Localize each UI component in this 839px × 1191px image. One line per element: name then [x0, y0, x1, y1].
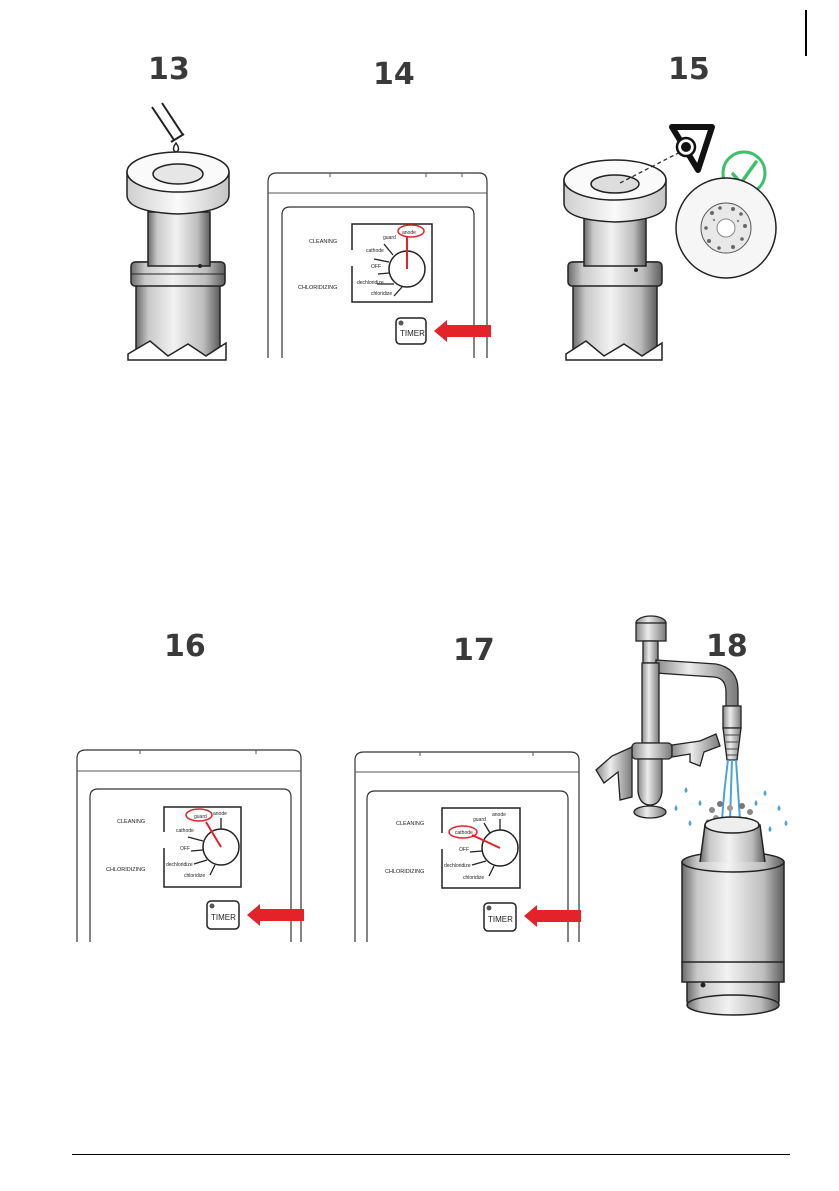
timer-button-label: TIMER [488, 915, 513, 924]
electrode-body [682, 817, 784, 1015]
dial-label-off: OFF [371, 264, 381, 270]
dial-label-off: OFF [180, 846, 190, 852]
timer-button-label: TIMER [211, 913, 236, 922]
footer-rule [72, 1154, 790, 1155]
step-18-illustration [596, 616, 788, 1015]
chloridizing-label: CHLORIDIZING [106, 867, 145, 873]
step-15-illustration [564, 127, 776, 360]
eye-icon [672, 127, 712, 170]
dial-label-cathode: cathode [176, 828, 194, 834]
dial-label-guard: guard [194, 814, 207, 820]
dial-label-off: OFF [459, 847, 469, 853]
dial-label-guard: guard [473, 817, 486, 823]
chloridizing-label: CHLORIDIZING [298, 285, 337, 291]
dial-label-cathode: cathode [455, 830, 473, 836]
cleaning-label: CLEANING [117, 819, 145, 825]
timer-button-label: TIMER [400, 329, 425, 338]
magnified-electrode-view [676, 178, 776, 278]
step-13-illustration [127, 103, 229, 360]
dial-label-dechloridize: dechloridize [444, 863, 471, 869]
chloridizing-label: CHLORIDIZING [385, 869, 424, 875]
dial-label-dechloridize: dechloridize [166, 862, 193, 868]
cleaning-label: CLEANING [309, 239, 337, 245]
step-16-illustration: CLEANING CHLORIDIZING anode guard cathod… [77, 750, 304, 942]
dial-label-cathode: cathode [366, 248, 384, 254]
dial-label-chloridize: chloridize [371, 291, 392, 297]
dial-label-anode: anode [402, 230, 416, 236]
cleaning-label: CLEANING [396, 821, 424, 827]
dial-label-guard: guard [383, 235, 396, 241]
dial-label-chloridize: chloridize [184, 873, 205, 879]
dial-label-dechloridize: dechloridize [357, 280, 384, 286]
dial-label-anode: anode [492, 812, 506, 818]
faucet-icon [596, 616, 741, 818]
dial-label-chloridize: chloridize [463, 875, 484, 881]
step-14-illustration: CLEANING CHLORIDIZING anode guard cathod… [268, 173, 491, 358]
dial-label-anode: anode [213, 811, 227, 817]
step-17-illustration: CLEANING CHLORIDIZING anode guard cathod… [355, 752, 581, 942]
